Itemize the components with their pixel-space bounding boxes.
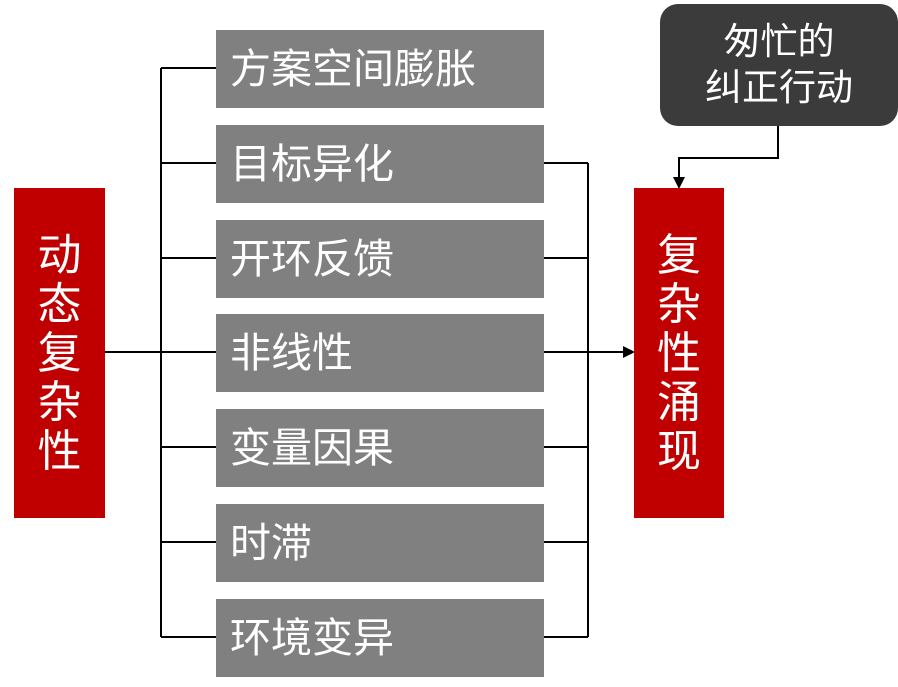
- factor-solution-space: 方案空间膨胀: [216, 30, 544, 108]
- factor-variable-causality: 变量因果: [216, 409, 544, 487]
- left-char: 动: [37, 229, 82, 281]
- note-line-2: 纠正行动: [705, 66, 853, 109]
- note-arrow: [673, 126, 779, 189]
- right-char: 杂: [657, 278, 701, 330]
- factor-open-loop-feedback: 开环反馈: [216, 220, 544, 298]
- factor-time-delay: 时滞: [216, 504, 544, 582]
- factor-environment-variation: 环境变异: [216, 599, 544, 677]
- dynamic-complexity-box: 动 态 复 杂 性: [14, 188, 105, 518]
- right-char: 性: [657, 327, 701, 379]
- left-char: 性: [37, 425, 82, 477]
- left-char: 杂: [37, 376, 82, 428]
- right-char: 现: [657, 425, 701, 477]
- hasty-corrective-action-note: 匆忙的 纠正行动: [660, 4, 898, 126]
- note-line-1: 匆忙的: [723, 20, 835, 63]
- complexity-emergence-box: 复 杂 性 涌 现: [634, 188, 724, 518]
- factor-nonlinearity: 非线性: [216, 314, 544, 392]
- right-char: 涌: [657, 376, 701, 428]
- left-char: 复: [37, 327, 82, 379]
- left-char: 态: [37, 278, 82, 330]
- right-char: 复: [657, 229, 701, 281]
- factor-goal-alienation: 目标异化: [216, 125, 544, 203]
